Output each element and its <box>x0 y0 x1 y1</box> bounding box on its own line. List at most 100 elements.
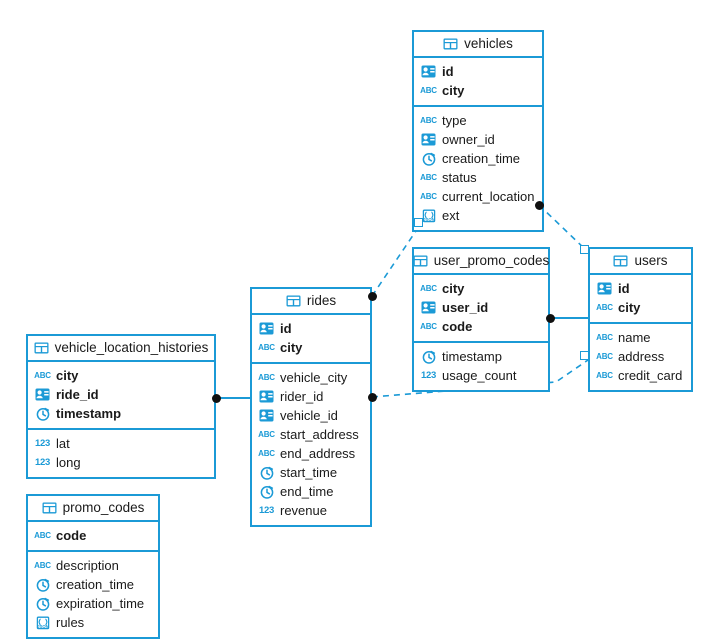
field-name: revenue <box>280 503 327 518</box>
field-name: end_address <box>280 446 356 461</box>
table-icon <box>42 501 57 516</box>
field-name: city <box>56 368 79 383</box>
table-icon <box>443 37 458 52</box>
field-name: timestamp <box>442 349 502 364</box>
entity-header: vehicle_location_histories <box>28 336 214 362</box>
attribute-field: expiration_time <box>28 594 158 613</box>
field-name: type <box>442 113 467 128</box>
123-number-icon: 123 <box>421 369 436 381</box>
id-card-icon <box>421 132 436 147</box>
abc-string-icon: ABC <box>34 560 51 570</box>
table-icon <box>286 294 301 309</box>
entity-header: user_promo_codes <box>413 249 550 275</box>
attribute-section: timestamp 123 usage_count <box>414 343 548 390</box>
entity-title: vehicles <box>464 36 513 52</box>
field-name: lat <box>56 436 70 451</box>
clock-icon <box>259 465 274 480</box>
attribute-field: JSON rules <box>28 613 158 632</box>
svg-text:JSON: JSON <box>37 624 48 629</box>
attribute-field: 123 revenue <box>252 501 370 520</box>
field-name: status <box>442 170 477 185</box>
entity-header: promo_codes <box>28 496 158 522</box>
field-name: timestamp <box>56 406 122 421</box>
primary-key-field: ABC city <box>414 279 548 298</box>
field-name: rules <box>56 615 85 630</box>
field-name: ride_id <box>56 387 99 402</box>
attribute-field: vehicle_id <box>252 406 370 425</box>
abc-string-icon: ABC <box>258 372 275 382</box>
primary-key-field: id <box>590 279 691 298</box>
entity-header: rides <box>252 289 370 315</box>
abc-string-icon: ABC <box>258 429 275 439</box>
entity-header: vehicles <box>414 32 542 58</box>
attribute-field: rider_id <box>252 387 370 406</box>
field-name: city <box>442 281 465 296</box>
clock-icon <box>421 349 436 364</box>
field-name: id <box>618 281 630 296</box>
field-name: ext <box>442 208 460 223</box>
abc-string-icon: ABC <box>420 115 437 125</box>
abc-string-icon: ABC <box>420 283 437 293</box>
abc-string-icon: ABC <box>420 191 437 201</box>
attribute-field: end_time <box>252 482 370 501</box>
field-name: address <box>618 349 665 364</box>
json-icon: JSON <box>35 615 50 630</box>
abc-string-icon: ABC <box>420 85 437 95</box>
clock-icon <box>35 406 50 421</box>
field-name: vehicle_city <box>280 370 348 385</box>
field-name: rider_id <box>280 389 324 404</box>
field-name: owner_id <box>442 132 495 147</box>
entity-title: user_promo_codes <box>433 253 550 269</box>
relationship-endpoint-dot-rides-to-users <box>367 392 377 402</box>
field-name: id <box>442 64 454 79</box>
primary-key-field: id <box>252 319 370 338</box>
primary-key-field: ABC city <box>252 338 370 357</box>
123-number-icon: 123 <box>259 504 274 516</box>
abc-string-icon: ABC <box>420 321 437 331</box>
field-name: description <box>56 558 119 573</box>
entity-title: users <box>634 253 668 269</box>
field-name: expiration_time <box>56 596 145 611</box>
entity-title: rides <box>306 293 337 309</box>
relationship-endpoint-square-vehicles-to-users <box>579 244 589 254</box>
relationship-endpoint-dot-vehicle-location-histories-to-rides <box>211 393 221 403</box>
relationship-endpoint-square-rides-to-vehicles <box>413 217 423 227</box>
entity-title: promo_codes <box>62 500 145 516</box>
field-name: usage_count <box>442 368 517 383</box>
abc-string-icon: ABC <box>596 302 613 312</box>
abc-string-icon: ABC <box>258 342 275 352</box>
id-card-icon <box>259 408 274 423</box>
table-icon <box>613 254 628 269</box>
entity-title: vehicle_location_histories <box>54 340 209 356</box>
field-name: city <box>280 340 303 355</box>
attribute-field: start_time <box>252 463 370 482</box>
json-icon: JSON <box>421 208 436 223</box>
attribute-field: creation_time <box>414 149 542 168</box>
relationship-endpoint-dot-user-promo-codes-to-users <box>545 313 555 323</box>
id-card-icon <box>421 300 436 315</box>
attribute-field: timestamp <box>414 347 548 366</box>
field-name: end_time <box>280 484 334 499</box>
primary-key-field: ride_id <box>28 385 214 404</box>
